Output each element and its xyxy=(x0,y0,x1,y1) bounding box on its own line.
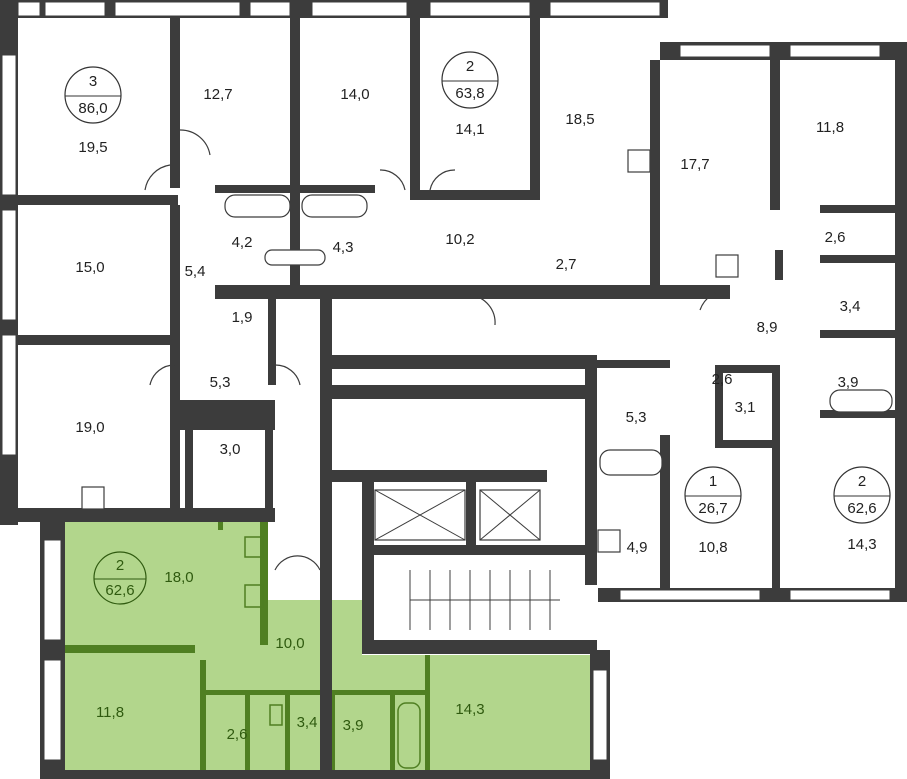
room-area: 3,4 xyxy=(297,714,318,731)
room-count: 2 xyxy=(466,58,474,75)
room-count: 2 xyxy=(116,557,124,574)
room-area: 14,0 xyxy=(340,86,369,103)
room-area: 2,7 xyxy=(556,256,577,273)
room-area: 17,7 xyxy=(680,156,709,173)
room-area: 12,7 xyxy=(203,86,232,103)
room-area: 3,9 xyxy=(343,717,364,734)
room-area: 2,6 xyxy=(712,371,733,388)
apartment-badge-1[interactable]: 3 86,0 xyxy=(64,66,122,124)
apartment-area: 62,6 xyxy=(105,582,134,599)
apartment-area: 26,7 xyxy=(698,500,727,517)
room-area: 5,4 xyxy=(185,263,206,280)
bathroom-fixtures xyxy=(81,149,893,553)
room-count: 3 xyxy=(89,73,97,90)
room-area: 4,2 xyxy=(232,234,253,251)
room-area: 14,3 xyxy=(847,536,876,553)
room-area: 2,6 xyxy=(825,229,846,246)
room-area: 3,9 xyxy=(838,374,859,391)
room-area: 14,3 xyxy=(455,701,484,718)
elevators xyxy=(374,489,541,541)
room-area: 10,8 xyxy=(698,539,727,556)
apartment-area: 86,0 xyxy=(78,100,107,117)
room-area: 3,1 xyxy=(735,399,756,416)
apartment-badge-4[interactable]: 2 62,6 xyxy=(833,466,891,524)
room-area: 2,6 xyxy=(227,726,248,743)
room-area: 1,9 xyxy=(232,309,253,326)
room-area: 5,3 xyxy=(210,374,231,391)
room-area: 10,0 xyxy=(275,635,304,652)
room-area: 3,0 xyxy=(220,441,241,458)
room-area: 18,0 xyxy=(164,569,193,586)
room-area: 11,8 xyxy=(96,704,124,721)
room-area: 14,1 xyxy=(455,121,484,138)
room-area: 4,9 xyxy=(627,539,648,556)
doors xyxy=(144,129,731,571)
apartment-area: 63,8 xyxy=(455,85,484,102)
room-area: 19,5 xyxy=(78,139,107,156)
room-area: 11,8 xyxy=(816,119,844,136)
apartment-badge-highlighted[interactable]: 2 62,6 xyxy=(93,551,147,605)
room-count: 1 xyxy=(709,473,717,490)
staircase xyxy=(409,570,560,630)
room-area: 4,3 xyxy=(333,239,354,256)
room-count: 2 xyxy=(858,473,866,490)
room-labels: 19,5 12,7 14,0 14,1 18,5 17,7 11,8 15,0 … xyxy=(75,86,876,556)
room-area: 18,5 xyxy=(565,111,594,128)
room-area: 3,4 xyxy=(840,298,861,315)
room-area: 19,0 xyxy=(75,419,104,436)
room-area: 10,2 xyxy=(445,231,474,248)
apartment-area: 62,6 xyxy=(847,500,876,517)
room-area: 8,9 xyxy=(757,319,778,336)
apartment-badge-2[interactable]: 2 63,8 xyxy=(441,51,499,109)
room-area: 15,0 xyxy=(75,259,104,276)
apartment-badge-3[interactable]: 1 26,7 xyxy=(684,466,742,524)
room-area: 5,3 xyxy=(626,409,647,426)
highlighted-room-labels: 18,0 10,0 11,8 2,6 3,4 3,9 14,3 xyxy=(96,569,485,743)
